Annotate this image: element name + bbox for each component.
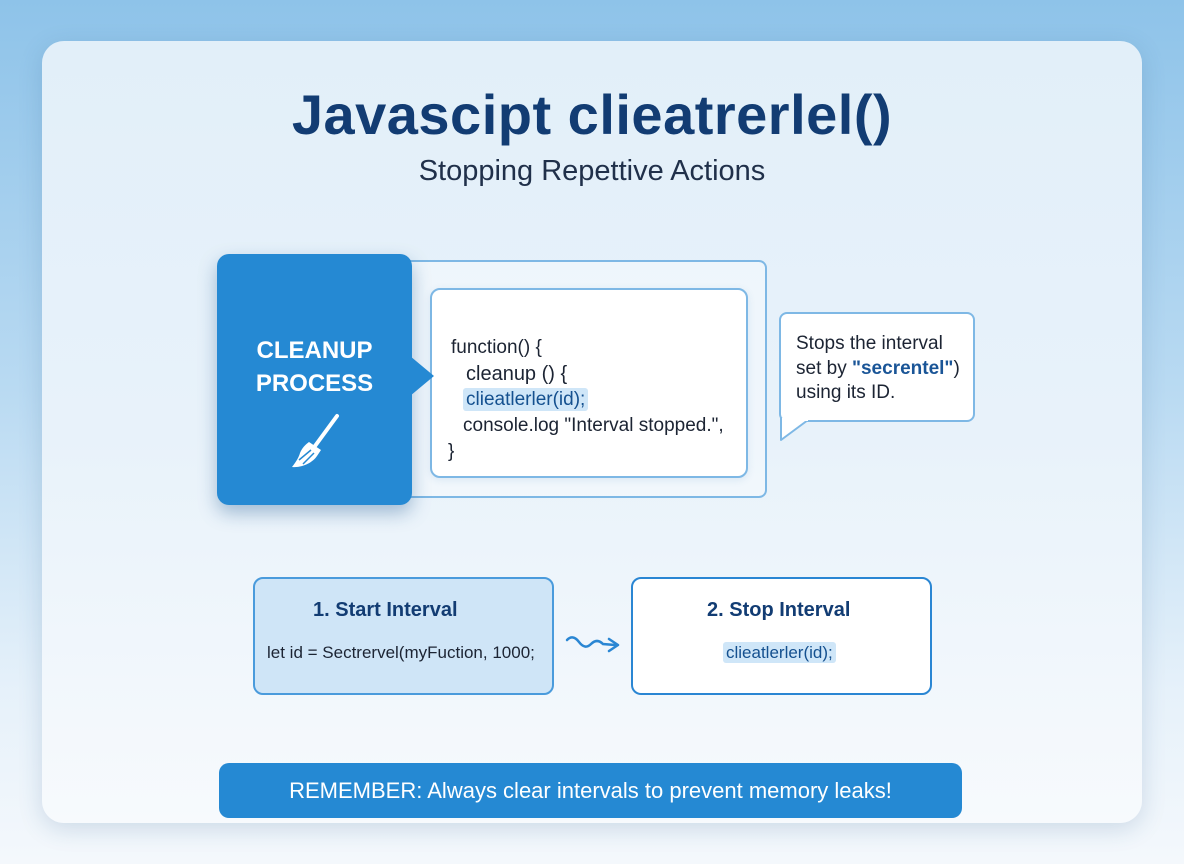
page-title: Javascipt clieatrerlel() — [291, 83, 893, 146]
bubble-line-1: Stops the interval — [796, 333, 943, 354]
code-line-4: console.log "Interval stopped.", — [463, 415, 724, 436]
step-stop-interval — [631, 577, 932, 695]
step1-title: 1. Start Interval — [313, 599, 458, 621]
step2-code: clieatlerler(id); — [723, 642, 836, 663]
cleanup-label-line2: PROCESS — [255, 370, 374, 397]
bubble-line-3: using its ID. — [796, 382, 896, 403]
step-start-interval — [253, 577, 554, 695]
step2-code-highlight: clieatlerler(id); — [723, 642, 836, 663]
wavy-arrow-icon — [565, 636, 620, 653]
cleanup-label-line1: CLEANUP — [256, 337, 373, 364]
reminder-banner: REMEMBER: Always clear intervals to prev… — [219, 763, 962, 818]
code-highlight: clieatlerler(id); — [463, 388, 589, 411]
code-line-5: } — [448, 441, 455, 462]
code-line-1: function() { — [451, 337, 542, 358]
step1-code: let id = Sectrervel(myFuction, 1000; — [267, 643, 535, 662]
bubble-line-2: set by "secrentel") — [796, 357, 960, 379]
code-line-2: cleanup () { — [466, 363, 568, 385]
code-line-3: clieatlerler(id); — [463, 388, 589, 411]
page-subtitle: Stopping Repettive Actions — [418, 155, 766, 187]
cleanup-label: CLEANUP PROCESS — [217, 334, 412, 400]
cleanup-pointer — [410, 356, 434, 396]
code-box — [430, 288, 748, 478]
cleanup-process-box — [217, 254, 412, 505]
speech-bubble — [779, 312, 975, 422]
bubble-strong: "secrentel" — [851, 357, 954, 379]
broom-icon — [292, 414, 339, 468]
bubble-text: Stops the interval set by "secrentel") u… — [796, 332, 960, 406]
speech-bubble-tail — [780, 418, 809, 441]
step2-title: 2. Stop Interval — [707, 599, 851, 621]
